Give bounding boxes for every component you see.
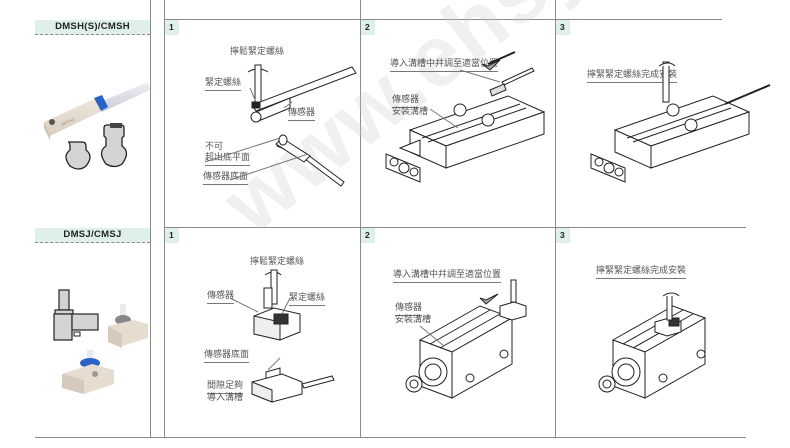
callout-set-screw: 緊定螺絲 bbox=[289, 293, 326, 306]
step-number: 2 bbox=[361, 20, 375, 35]
callout-cannot: 不可 bbox=[205, 142, 224, 152]
step3-illustration bbox=[590, 61, 771, 183]
callout-mount-groove: 安裝溝槽 bbox=[395, 315, 432, 325]
callout-tighten-complete: 擰緊緊定螺絲完成安裝 bbox=[587, 70, 678, 83]
callout-sensor: 傳感器 bbox=[395, 303, 423, 316]
grid-line-mid bbox=[164, 227, 746, 228]
step1-illustration bbox=[204, 64, 357, 187]
step2-illustration bbox=[405, 279, 527, 399]
callout-mount-groove: 安裝溝槽 bbox=[392, 107, 429, 117]
callout-sensor: 傳感器 bbox=[288, 108, 316, 121]
svg-text:AIRTAC: AIRTAC bbox=[60, 116, 75, 127]
model-label: DMSJ/CMSJ bbox=[35, 228, 150, 243]
step-number: 1 bbox=[165, 228, 179, 243]
grid-line-v1 bbox=[150, 0, 151, 438]
callout-set-screw: 緊定螺絲 bbox=[205, 78, 242, 91]
step-number: 3 bbox=[556, 20, 570, 35]
callout-sensor: 傳感器 bbox=[392, 95, 420, 108]
callout-tighten-complete: 擰緊緊定螺絲完成安裝 bbox=[596, 266, 687, 279]
step-number: 3 bbox=[556, 228, 570, 243]
grid-line-bottom bbox=[35, 437, 746, 438]
callout-sensor-bottom: 傳感器底面 bbox=[204, 350, 250, 363]
step-number: 2 bbox=[361, 228, 375, 243]
callout-sensor: 傳感器 bbox=[207, 291, 235, 304]
model-label: DMSH(S)/CMSH bbox=[35, 20, 150, 35]
callout-insert-adjust: 導入溝槽中幷調至適當位置 bbox=[393, 270, 502, 283]
callout-loosen-screw: 擰鬆緊定螺絲 bbox=[230, 47, 285, 57]
step2-illustration bbox=[385, 51, 546, 183]
callout-enough-gap: 間隙足夠 bbox=[207, 381, 244, 394]
step1-illustration bbox=[229, 269, 335, 403]
grid-line-v2 bbox=[164, 0, 165, 438]
step-number: 1 bbox=[165, 20, 179, 35]
callout-sensor-bottom: 傳感器底面 bbox=[203, 172, 249, 185]
grid-line-top bbox=[164, 19, 722, 20]
callout-insert-groove: 導入溝槽 bbox=[207, 393, 244, 403]
callout-exceed-bottom: 超出底平面 bbox=[205, 153, 251, 166]
grid-line-v4 bbox=[555, 0, 556, 438]
grid-line-v3 bbox=[360, 0, 361, 438]
step3-illustration bbox=[598, 292, 707, 399]
callout-insert-adjust: 導入溝槽中幷調至適當位置 bbox=[390, 59, 499, 72]
callout-loosen-screw: 擰鬆緊定螺絲 bbox=[250, 257, 305, 267]
